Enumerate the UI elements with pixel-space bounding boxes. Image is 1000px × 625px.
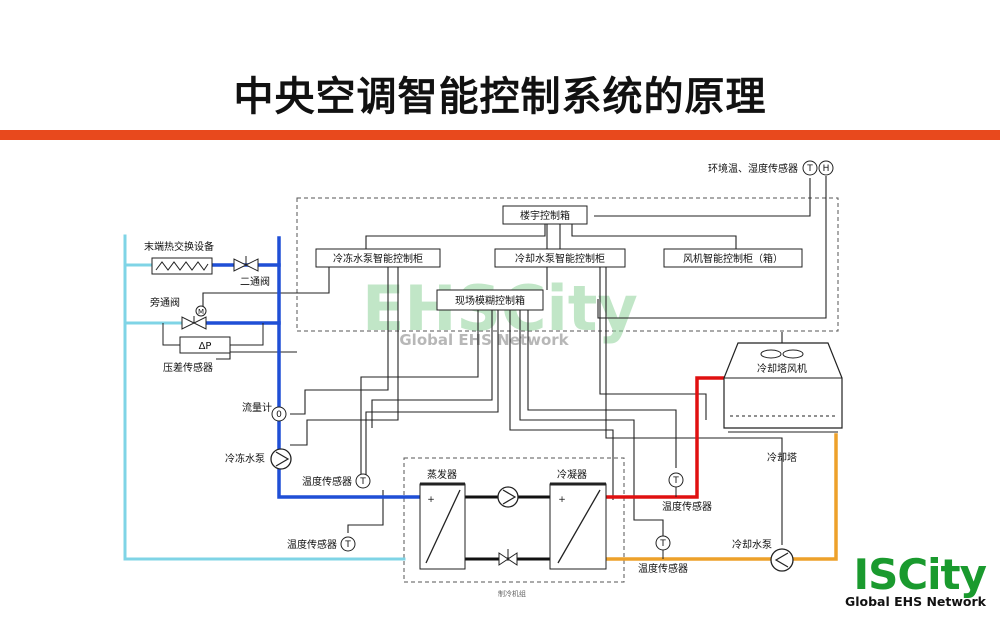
svg-text:+: + bbox=[558, 495, 566, 505]
svg-text:T: T bbox=[659, 539, 666, 549]
terminal-exchanger-icon bbox=[151, 257, 213, 275]
env-humidity-sensor-icon: H bbox=[818, 160, 834, 176]
logo-sub-text: Global EHS Network bbox=[844, 594, 986, 609]
chilled-pump-icon bbox=[270, 448, 292, 470]
chilled-pump-cabinet: 冷冻水泵智能控制柜 bbox=[315, 248, 441, 268]
tower-fan-label: 冷却塔风机 bbox=[757, 362, 807, 375]
env-sensor-label: 环境温、湿度传感器 bbox=[708, 162, 798, 175]
bypass-valve-label: 旁通阀 bbox=[150, 296, 180, 309]
control-wiring bbox=[202, 176, 827, 545]
svg-text:T: T bbox=[806, 164, 813, 174]
return-temp-sensor-label: 温度传感器 bbox=[287, 538, 337, 551]
supply-temp-sensor-label: 温度传感器 bbox=[302, 475, 352, 488]
condenser-out-temp-sensor-label: 温度传感器 bbox=[662, 500, 712, 513]
bypass-valve-icon: M bbox=[181, 305, 207, 330]
return-temp-sensor-icon: T bbox=[340, 536, 356, 552]
two-way-valve-label: 二通阀 bbox=[240, 275, 270, 288]
two-way-valve-icon bbox=[233, 256, 259, 272]
condenser-in-temp-sensor-label: 温度传感器 bbox=[638, 562, 688, 575]
condenser-label: 冷凝器 bbox=[557, 468, 587, 481]
chiller-unit-label: 制冷机组 bbox=[498, 589, 526, 598]
svg-text:楼宇控制箱: 楼宇控制箱 bbox=[520, 209, 570, 222]
evaporator-label: 蒸发器 bbox=[427, 468, 457, 481]
svg-text:T: T bbox=[359, 477, 366, 487]
cooling-pump-cabinet: 冷却水泵智能控制柜 bbox=[494, 248, 626, 268]
pressure-sensor-icon: ΔP bbox=[162, 323, 264, 354]
flowmeter-icon: 0 bbox=[271, 406, 287, 422]
condenser-hot-pipe bbox=[604, 376, 732, 499]
chilled-pump-label: 冷冻水泵 bbox=[225, 452, 265, 465]
compressor-icon bbox=[497, 486, 519, 508]
control-boundary bbox=[296, 197, 839, 332]
pipes bbox=[123, 234, 838, 561]
flowmeter-label: 流量计 bbox=[242, 401, 272, 414]
svg-text:T: T bbox=[672, 476, 679, 486]
supply-temp-sensor-icon: T bbox=[355, 473, 371, 489]
condenser-in-temp-sensor-icon: T bbox=[655, 535, 671, 551]
condenser-cold-pipe bbox=[604, 433, 838, 561]
chilled-return-pipe bbox=[123, 234, 406, 561]
cooling-tower-label: 冷却塔 bbox=[767, 451, 797, 464]
condenser-out-temp-sensor-icon: T bbox=[668, 472, 684, 488]
svg-text:M: M bbox=[198, 308, 204, 316]
pressure-sensor-label: 压差传感器 bbox=[163, 361, 213, 374]
svg-text:H: H bbox=[823, 164, 830, 174]
building-control-box: 楼宇控制箱 bbox=[502, 205, 588, 225]
evaporator-icon: + bbox=[419, 482, 466, 570]
svg-text:现场模糊控制箱: 现场模糊控制箱 bbox=[455, 294, 525, 307]
svg-text:冷冻水泵智能控制柜: 冷冻水泵智能控制柜 bbox=[333, 252, 423, 265]
chiller-unit-boundary bbox=[403, 457, 625, 583]
condenser-icon: + bbox=[549, 482, 607, 570]
svg-text:风机智能控制柜（箱）: 风机智能控制柜（箱） bbox=[683, 252, 783, 265]
env-temp-sensor-icon: T bbox=[802, 160, 818, 176]
svg-text:0: 0 bbox=[276, 410, 282, 420]
field-control-box: 现场模糊控制箱 bbox=[436, 289, 544, 311]
svg-text:冷却水泵智能控制柜: 冷却水泵智能控制柜 bbox=[515, 252, 605, 265]
svg-text:ΔP: ΔP bbox=[199, 341, 212, 352]
watermark-sub: Global EHS Network bbox=[399, 331, 569, 349]
cooling-pump-icon bbox=[770, 548, 794, 572]
terminal-exchanger-label: 末端热交换设备 bbox=[144, 240, 214, 253]
title-divider bbox=[0, 130, 1000, 140]
logo-main-text: ISCity bbox=[853, 550, 987, 599]
cooling-tower-icon bbox=[723, 342, 843, 433]
svg-text:T: T bbox=[344, 540, 351, 550]
svg-text:+: + bbox=[427, 495, 435, 505]
fan-cabinet: 风机智能控制柜（箱） bbox=[663, 248, 803, 268]
slide-title: 中央空调智能控制系统的原理 bbox=[233, 74, 767, 120]
expansion-valve-icon bbox=[498, 549, 518, 566]
cooling-pump-label: 冷却水泵 bbox=[732, 538, 772, 551]
iscity-logo: ISCity Global EHS Network bbox=[792, 552, 992, 610]
